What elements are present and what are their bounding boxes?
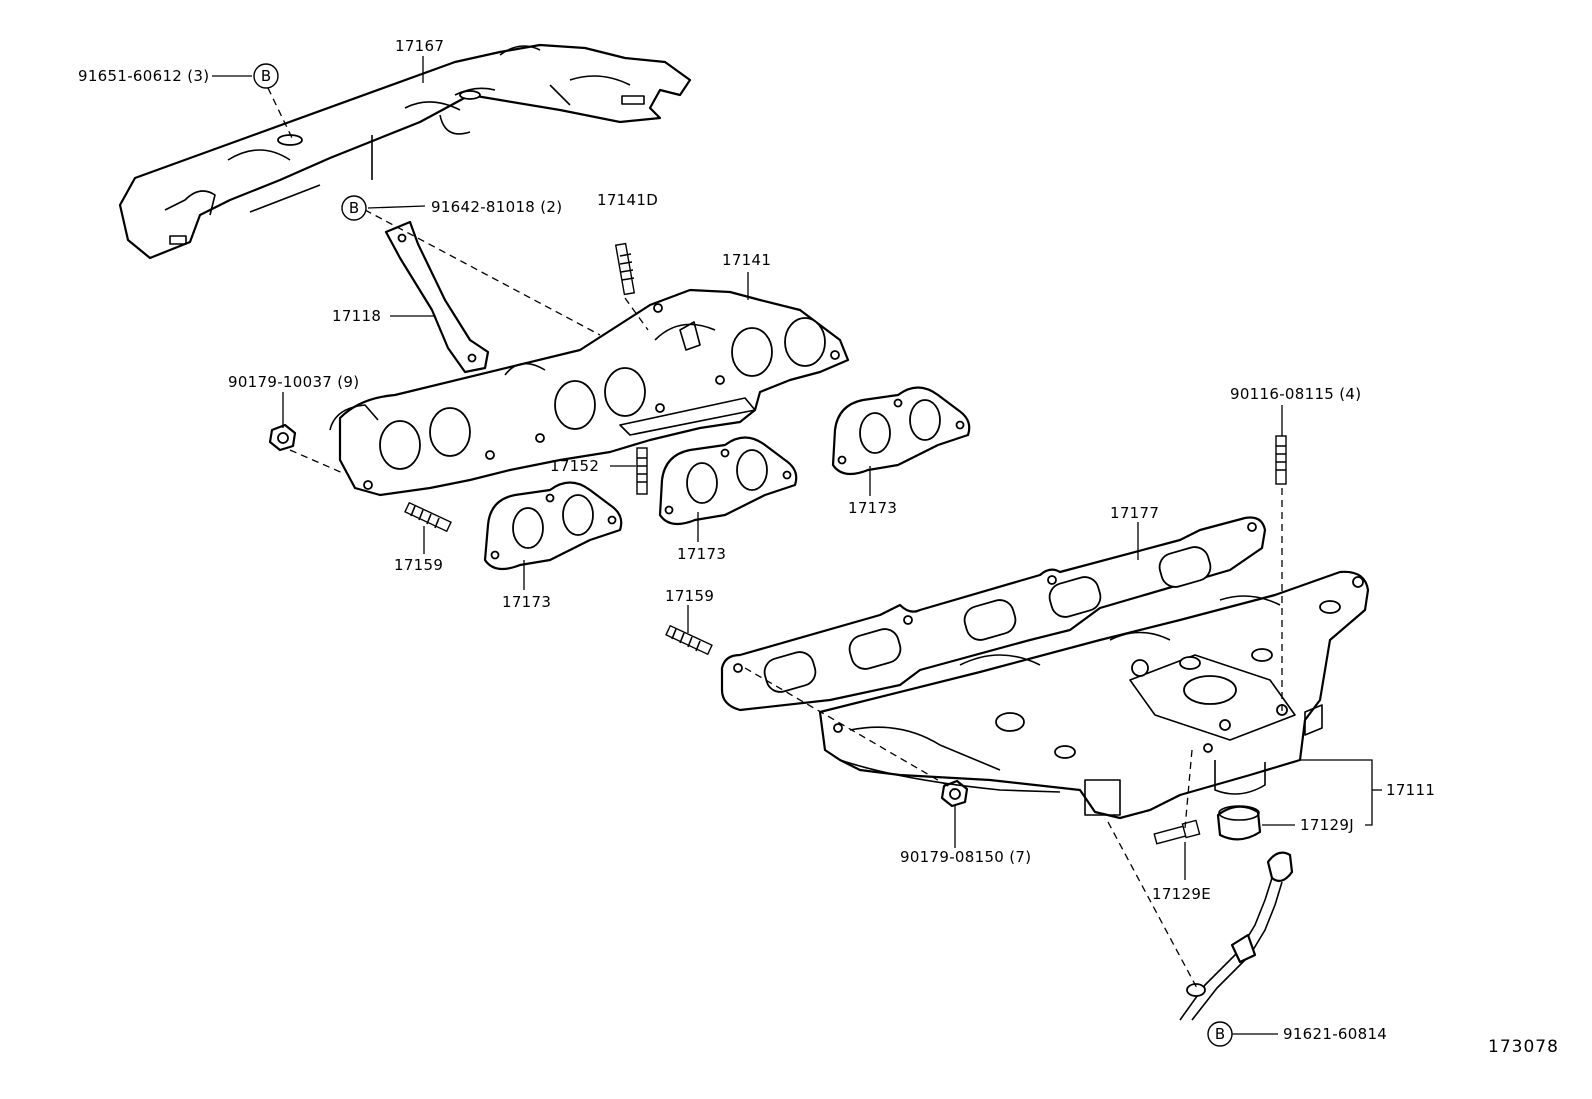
- label-17173-c: 17173: [848, 499, 897, 517]
- label-90179-08150: 90179-08150 (7): [900, 848, 1031, 866]
- heat-insulator-17167: [118, 43, 692, 260]
- stud-17129E: [1153, 819, 1201, 845]
- nut-90179-08150: [940, 779, 969, 808]
- nut-90179-10037: [268, 423, 297, 452]
- label-17129E: 17129E: [1152, 885, 1211, 903]
- gasket-17173-c: [831, 386, 971, 476]
- label-91651-60612: 91651-60612 (3): [78, 67, 209, 85]
- stud-90116-08115: [1275, 435, 1287, 485]
- label-90116-08115: 90116-08115 (4): [1230, 385, 1361, 403]
- intake-manifold-17111: [818, 570, 1370, 820]
- figure-number: 173078: [1488, 1037, 1559, 1057]
- stud-17159-b: [665, 624, 713, 656]
- label-17173-b: 17173: [677, 545, 726, 563]
- label-91621-60814: 91621-60814: [1283, 1025, 1387, 1043]
- svg-text:B: B: [261, 67, 271, 85]
- exhaust-manifold-17141: [329, 288, 850, 497]
- gasket-17173-b: [658, 436, 798, 526]
- label-91642-81018: 91642-81018 (2): [431, 198, 562, 216]
- label-17173-a: 17173: [502, 593, 551, 611]
- label-17118: 17118: [332, 307, 381, 325]
- bracket-17118: [384, 220, 490, 374]
- plug-17129J: [1216, 805, 1262, 841]
- svg-text:B: B: [349, 199, 359, 217]
- label-17111: 17111: [1386, 781, 1435, 799]
- label-17159-a: 17159: [394, 556, 443, 574]
- label-90179-10037: 90179-10037 (9): [228, 373, 359, 391]
- label-17167: 17167: [395, 37, 444, 55]
- gasket-17173-a: [483, 481, 623, 571]
- label-17177: 17177: [1110, 504, 1159, 522]
- label-17159-b: 17159: [665, 587, 714, 605]
- callout-b-2: B: [341, 195, 367, 221]
- callout-b-3: B: [1207, 1021, 1233, 1047]
- label-17141: 17141: [722, 251, 771, 269]
- svg-text:B: B: [1215, 1025, 1225, 1043]
- stud-17152: [636, 447, 648, 495]
- callout-b-1: B: [253, 63, 279, 89]
- label-17141D: 17141D: [597, 191, 658, 209]
- label-17129J: 17129J: [1300, 816, 1354, 834]
- stud-17141D: [614, 242, 636, 296]
- tube-bracket: [1179, 851, 1294, 1021]
- gasket-17177: [720, 516, 1267, 712]
- stud-17159-a: [404, 501, 452, 533]
- leader-lines: [212, 56, 1382, 1035]
- label-17152: 17152: [550, 457, 599, 475]
